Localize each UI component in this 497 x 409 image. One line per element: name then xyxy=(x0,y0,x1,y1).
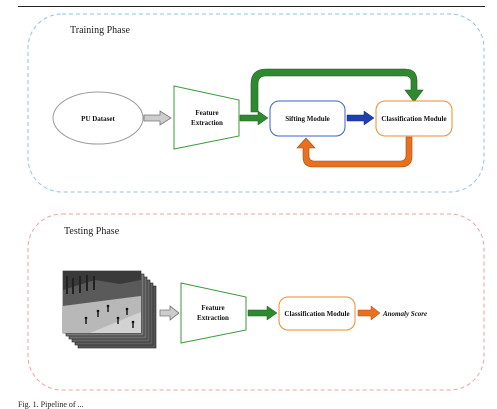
classification-module-node-testing xyxy=(278,296,356,331)
feature-extraction-label-training-line1: Feature xyxy=(195,109,218,117)
sifting-to-classification-arrow xyxy=(346,110,375,126)
testing-phase-title: Testing Phase xyxy=(64,226,120,237)
feature-extraction-label-training-line2: Extraction xyxy=(191,119,223,127)
anomaly-score-label: Anomaly Score xyxy=(382,310,427,318)
feature-extraction-node-testing xyxy=(180,282,247,344)
feature-extraction-node-training xyxy=(173,85,240,150)
figure-caption: Fig. 1. Pipeline of ... xyxy=(18,400,84,409)
feature-to-classification-arrow-testing xyxy=(247,305,278,321)
feature-extraction-label-testing-line1: Feature xyxy=(201,304,224,312)
top-rule xyxy=(18,6,485,7)
frames-to-feature-arrow xyxy=(159,305,180,321)
dataset-to-feature-arrow xyxy=(143,110,172,126)
sifting-module-node xyxy=(269,100,346,137)
classification-module-node-training xyxy=(375,100,453,137)
classification-to-score-arrow xyxy=(357,305,381,321)
feature-to-sifting-arrow xyxy=(239,110,269,126)
video-frame-image xyxy=(63,271,141,333)
feature-extraction-label-testing-line2: Extraction xyxy=(197,314,229,322)
pu-dataset-label: PU Dataset xyxy=(81,115,115,123)
classification-module-label-training: Classification Module xyxy=(381,115,446,123)
pu-dataset-node xyxy=(52,91,144,145)
training-phase-title: Training Phase xyxy=(70,25,130,36)
training-phase-box xyxy=(27,13,485,193)
feature-to-classification-arrow xyxy=(250,68,424,113)
sifting-module-label: Sifting Module xyxy=(285,115,330,123)
classification-module-label-testing: Classification Module xyxy=(284,310,349,318)
classification-to-sifting-arrow xyxy=(296,136,413,168)
